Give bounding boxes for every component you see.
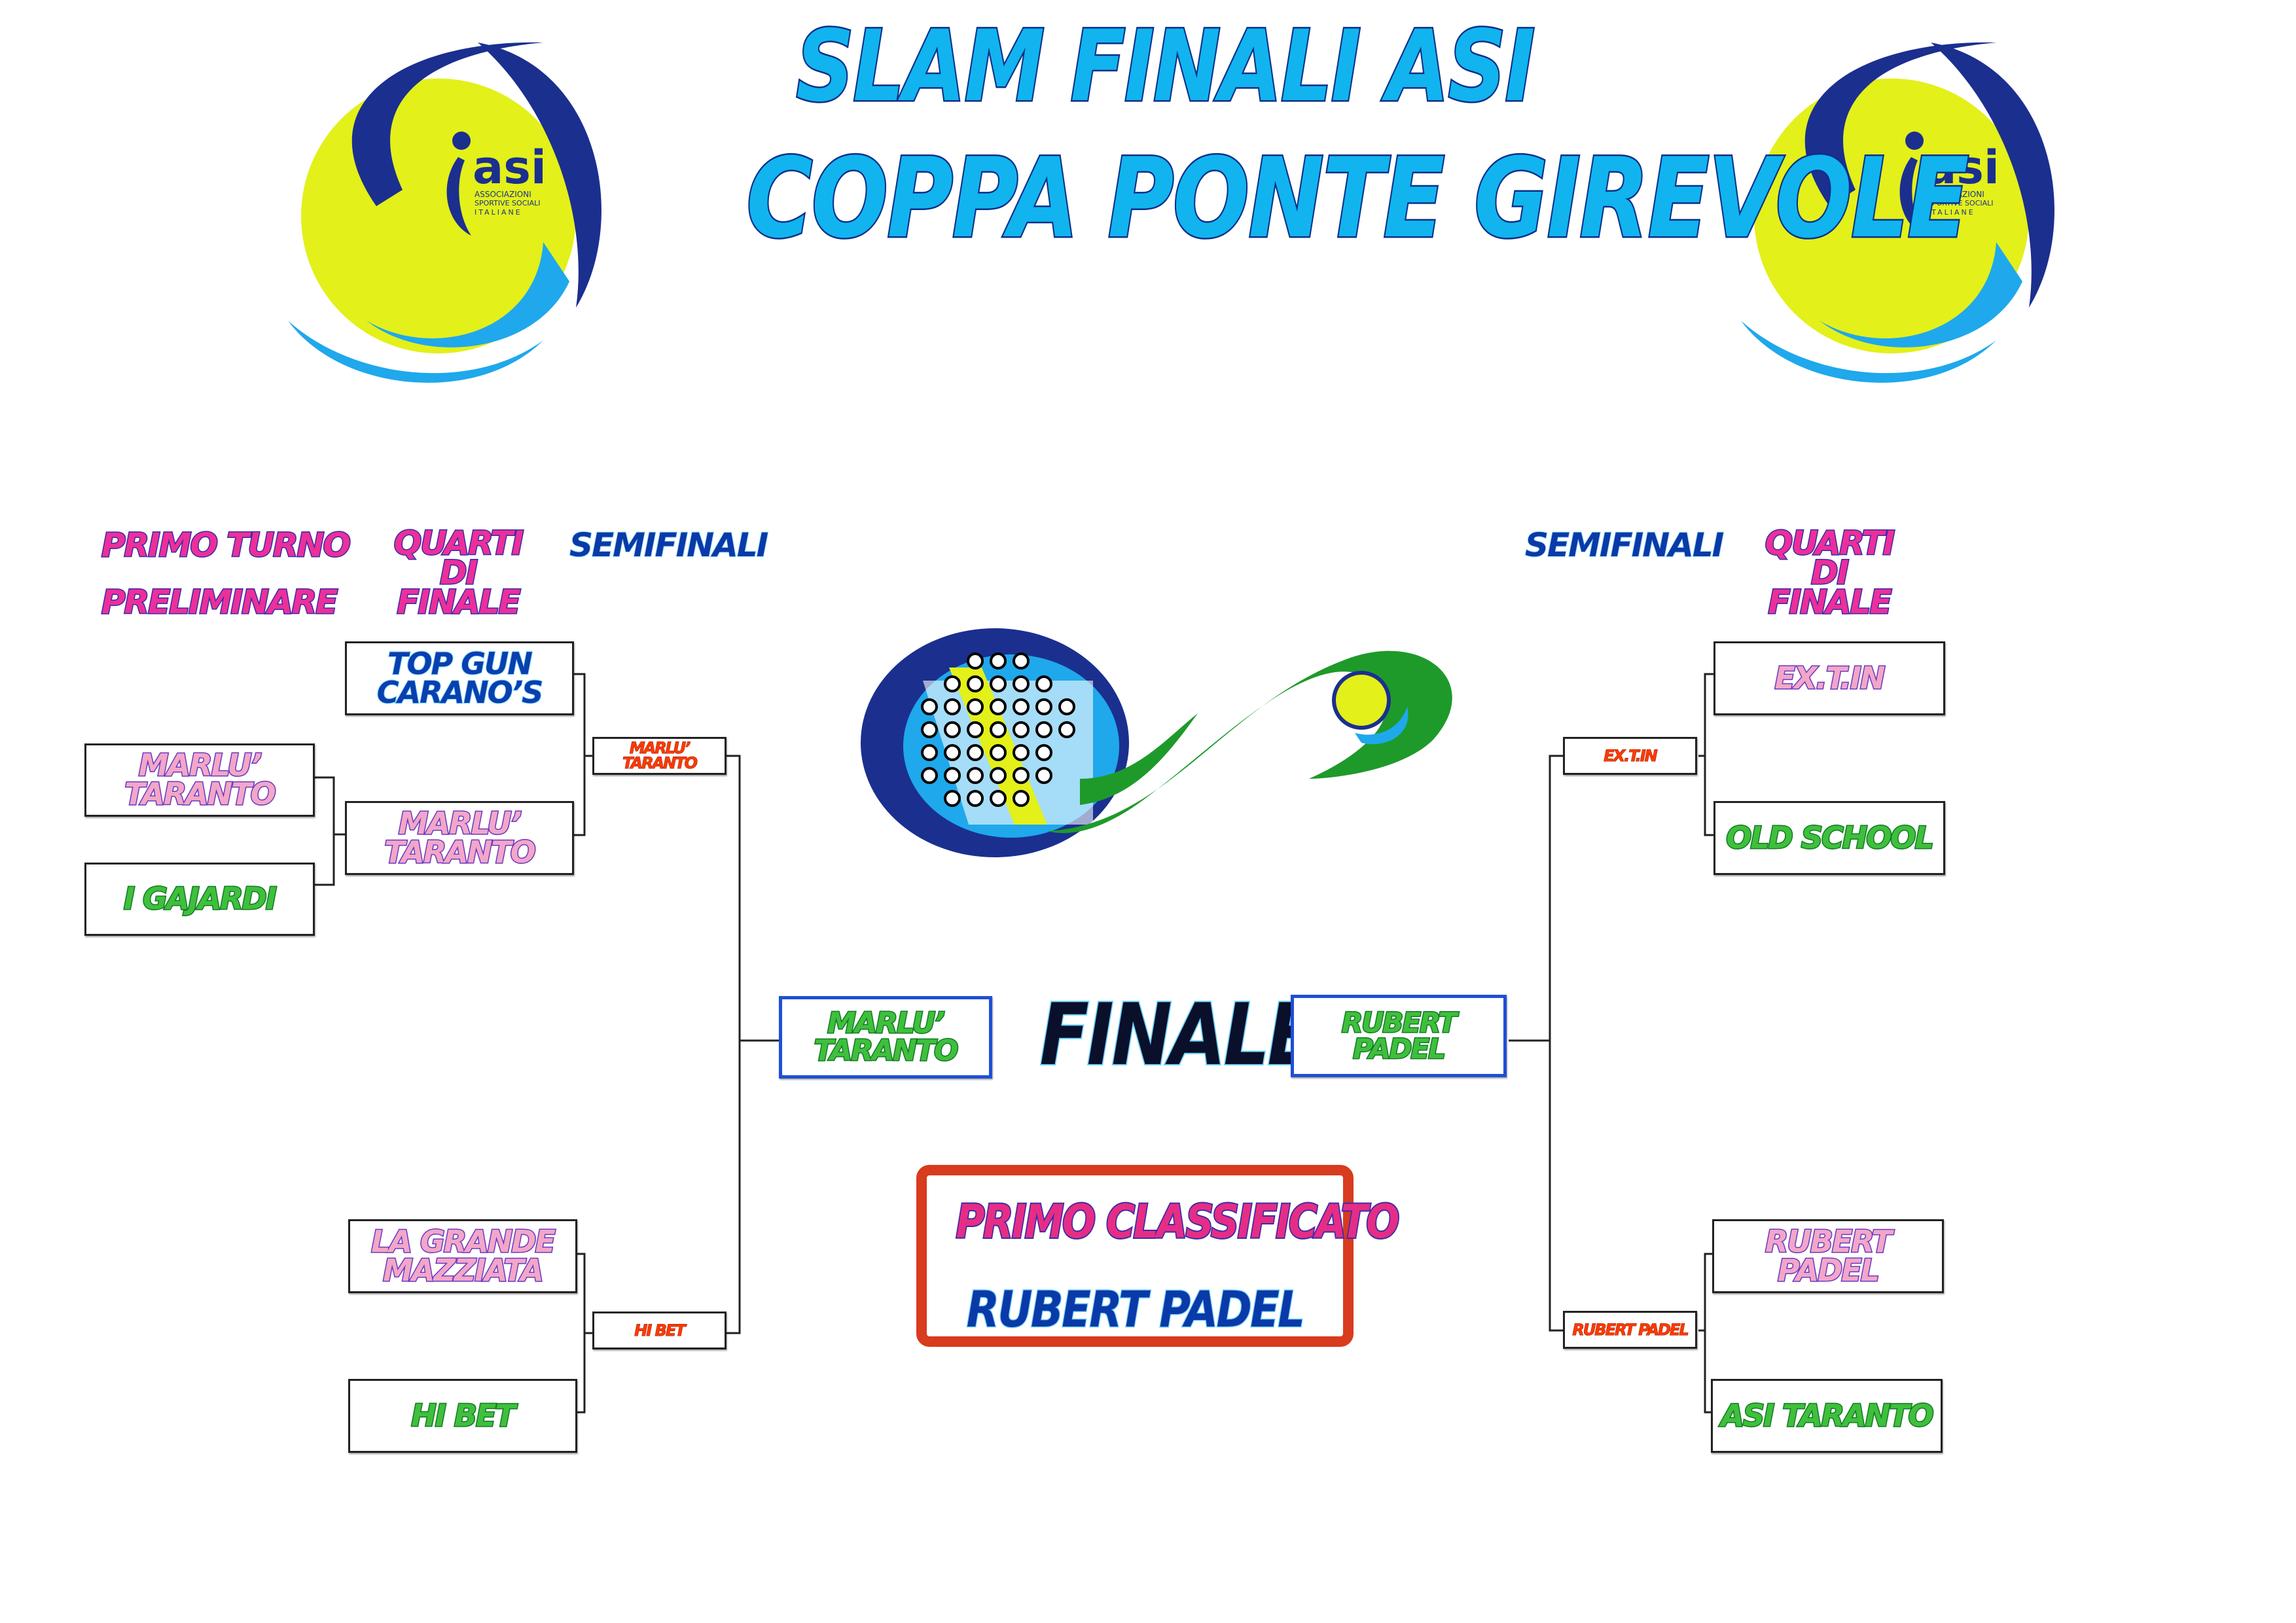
asi-ball-logo-icon	[288, 42, 601, 383]
logo-subtext-2: SPORTIVE SOCIALI	[1928, 199, 1994, 207]
team-box-quarter-left-3: LA GRANDE MAZZIATA	[348, 1219, 577, 1293]
team-box-quarter-right-1: EX.T.IN	[1713, 641, 1945, 715]
line-quarters-right-top	[1698, 673, 1715, 836]
round-label-preliminary-2: PRELIMINARE	[101, 583, 339, 621]
logo-subtext-2: SPORTIVE SOCIALI	[475, 199, 541, 207]
asi-logo-right: asi ASSOCIAZIONI SPORTIVE SOCIALI ITALIA…	[1715, 26, 2068, 393]
logo-subtext-1: ASSOCIAZIONI	[1928, 190, 1984, 199]
round-label-semis-left: SEMIFINALI	[569, 526, 769, 564]
team-box-quarter-left-4: HI BET	[348, 1379, 577, 1453]
round-label-quarters-right: QUARTI DI FINALE	[1764, 524, 1896, 621]
logo-subtext-3: ITALIANE	[1928, 208, 1975, 217]
finalist-box-left: MARLU’ TARANTO	[779, 996, 992, 1079]
line-quarters-right-bottom	[1698, 1253, 1713, 1414]
winner-box: PRIMO CLASSIFICATO RUBERT PADEL	[916, 1165, 1401, 1347]
asi-logo-left: asi ASSOCIAZIONI SPORTIVE SOCIALI ITALIA…	[262, 26, 615, 393]
line-prelim-left	[314, 776, 347, 886]
team-box-preliminary-1: MARLU’ TARANTO	[84, 743, 315, 817]
logo-text: asi	[473, 141, 547, 194]
title-line-2: COPPA PONTE GIREVOLE	[745, 133, 1970, 264]
winner-label: PRIMO CLASSIFICATO	[955, 1194, 1401, 1250]
asi-ball-logo-icon	[1741, 42, 2054, 383]
line-semis-right	[1509, 755, 1566, 1332]
team-box-quarter-right-3: RUBERT PADEL	[1712, 1219, 1944, 1293]
line-quarters-left-bottom	[575, 1253, 592, 1414]
team-box-quarter-left-1: TOP GUN CARANO’S	[345, 641, 574, 715]
round-label-quarters-left: QUARTI DI FINALE	[393, 524, 525, 621]
team-box-preliminary-2: I GAJARDI	[84, 863, 315, 936]
finale-label: FINALE	[1039, 984, 1318, 1086]
title-line-1: SLAM FINALI ASI	[795, 9, 1536, 126]
padel-racket-logo-icon	[861, 628, 1452, 857]
team-box-quarter-right-4: ASI TARANTO	[1711, 1379, 1943, 1453]
finalist-box-right: RUBERT PADEL	[1291, 995, 1507, 1077]
team-box-semi-left-2: HI BET	[592, 1311, 726, 1349]
team-box-semi-right-2: RUBERT PADEL	[1563, 1311, 1697, 1349]
padel-logo	[857, 609, 1460, 870]
round-label-preliminary-1: PRIMO TURNO	[101, 526, 352, 564]
team-box-quarter-right-2: OLD SCHOOL	[1713, 801, 1945, 875]
logo-subtext-1: ASSOCIAZIONI	[475, 190, 531, 199]
round-label-semis-right: SEMIFINALI	[1524, 526, 1725, 564]
logo-subtext-3: ITALIANE	[475, 208, 522, 217]
winner-name: RUBERT PADEL	[965, 1279, 1306, 1340]
team-box-semi-right-1: EX.T.IN	[1563, 737, 1697, 775]
line-quarters-left-top	[573, 673, 592, 836]
logo-text: asi	[1926, 141, 2000, 194]
team-box-quarter-left-2: MARLU’ TARANTO	[345, 801, 574, 875]
team-box-semi-left-1: MARLU’ TARANTO	[592, 737, 726, 775]
line-semis-left	[726, 755, 779, 1334]
